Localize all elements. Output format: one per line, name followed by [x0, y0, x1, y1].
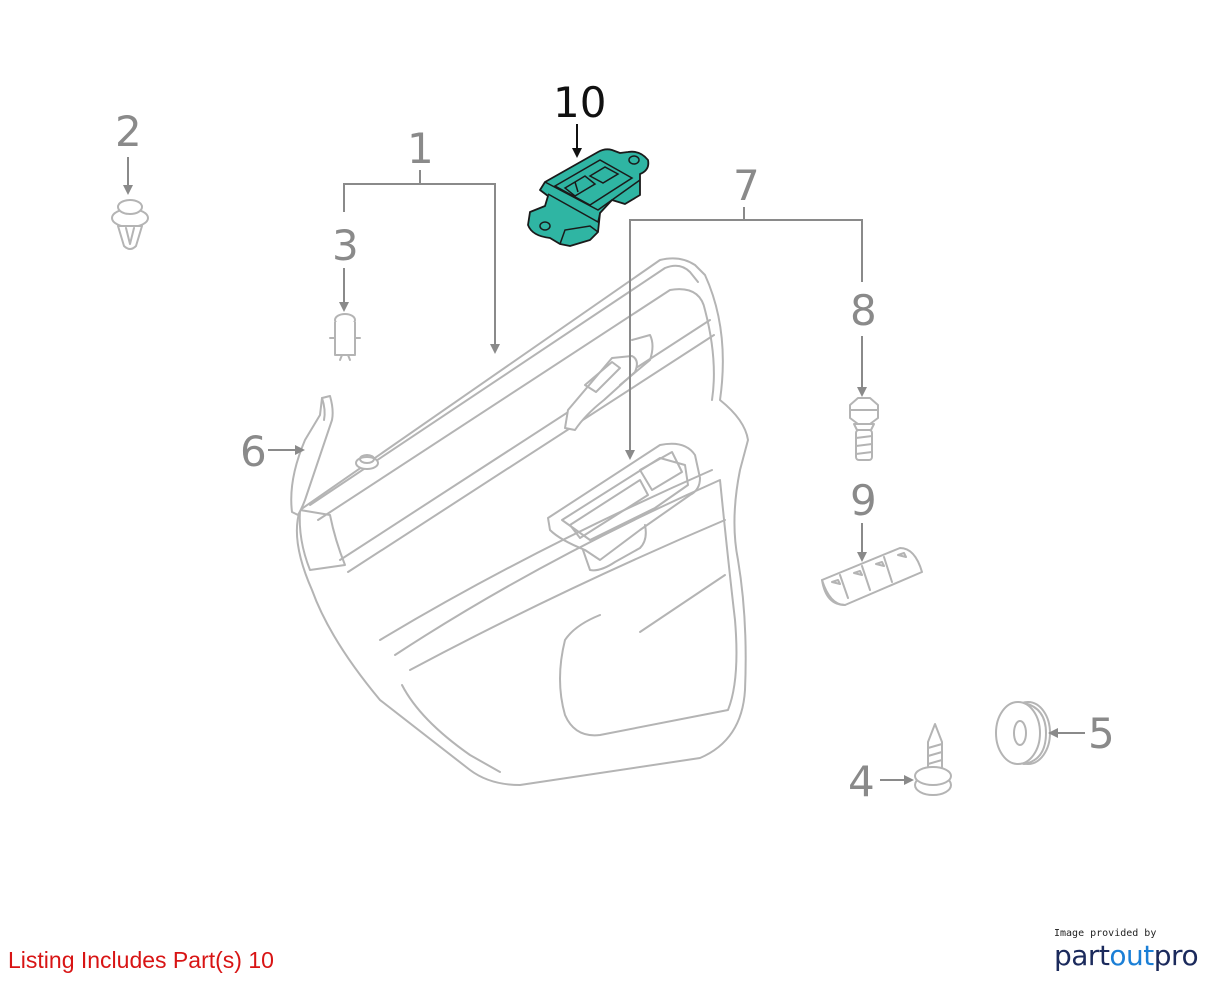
- callout-7: 7: [733, 161, 760, 210]
- image-credit: Image provided by partoutpro: [1054, 928, 1214, 972]
- callout-2: 2: [115, 107, 142, 156]
- listing-includes-text: Listing Includes Part(s) 10: [8, 947, 274, 973]
- window-switch-part-10: [527, 148, 650, 247]
- retainer-clip-part-3: [329, 313, 361, 361]
- screw-part-4: [914, 723, 952, 796]
- leader-lines: [123, 124, 1085, 785]
- callout-4: 4: [848, 757, 875, 806]
- pad-part-9: [821, 547, 923, 606]
- callout-1: 1: [407, 124, 434, 173]
- weatherstrip-part-6: [290, 395, 334, 516]
- callout-5: 5: [1088, 709, 1115, 758]
- bolt-part-8: [849, 397, 879, 461]
- grommet-part-5: [995, 701, 1051, 765]
- logo-part-word: part: [1054, 939, 1110, 972]
- callout-3: 3: [332, 221, 359, 270]
- callout-8: 8: [850, 286, 877, 335]
- push-clip-part-2: [111, 199, 149, 250]
- logo-out-word: out: [1109, 939, 1154, 972]
- door-trim-panel: [295, 257, 749, 786]
- callout-6: 6: [240, 427, 267, 476]
- logo-pro-word: pro: [1153, 939, 1199, 972]
- credit-caption: Image provided by: [1054, 928, 1157, 939]
- callout-10: 10: [553, 78, 606, 127]
- callout-9: 9: [850, 476, 877, 525]
- partoutpro-logo: partoutpro: [1054, 939, 1214, 972]
